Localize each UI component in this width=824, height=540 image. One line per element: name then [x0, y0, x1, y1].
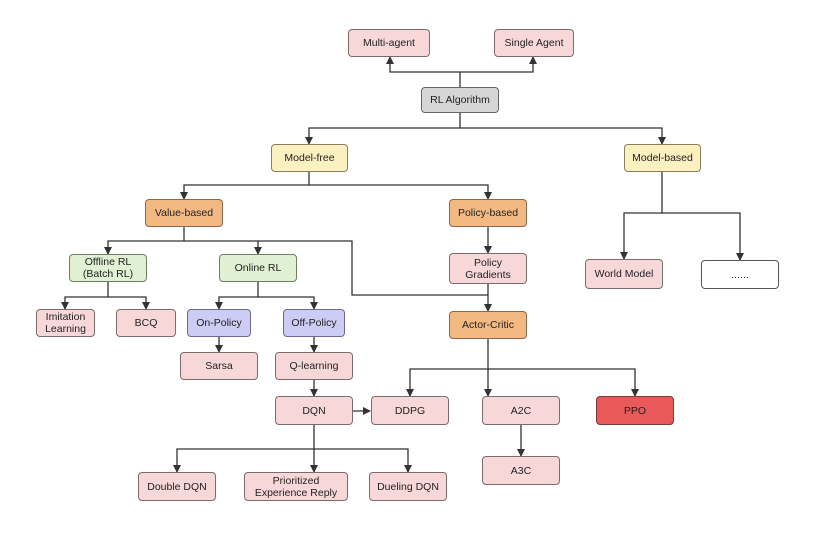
edge-rl-to-single-agent [460, 56, 537, 73]
node-policy-based[interactable]: Policy-based [449, 199, 527, 227]
edge-actor-critic-to-children [406, 339, 489, 397]
edge-dqn-to-children [173, 425, 315, 473]
node-model-free[interactable]: Model-free [271, 144, 348, 172]
node-value-based[interactable]: Value-based [145, 199, 223, 227]
node-prioritized-experience-reply[interactable]: Prioritized Experience Reply [244, 472, 348, 501]
node-sarsa[interactable]: Sarsa [180, 352, 258, 380]
edge-offline-to-children [61, 282, 109, 310]
node-rl-algorithm[interactable]: RL Algorithm [421, 87, 499, 113]
edge-model-free-to-value [180, 172, 310, 200]
node-on-policy[interactable]: On-Policy [187, 309, 251, 337]
node-bcq[interactable]: BCQ [116, 309, 176, 337]
node-a2c[interactable]: A2C [482, 396, 560, 425]
edge-online-to-off-policy [258, 296, 318, 310]
node-actor-critic[interactable]: Actor-Critic [449, 311, 527, 339]
edge-model-based-to-children [620, 172, 663, 260]
node-q-learning[interactable]: Q-learning [275, 352, 353, 380]
edge-model-based-to-ellipsis [662, 212, 744, 261]
node-multi-agent[interactable]: Multi-agent [348, 29, 430, 57]
node-ellipsis[interactable]: ...... [701, 260, 779, 289]
edge-rl-to-agents [386, 56, 461, 87]
edge-value-to-online [184, 240, 262, 255]
edge-offline-to-bcq [108, 296, 150, 310]
edge-rl-to-model-free [305, 113, 461, 145]
node-double-dqn[interactable]: Double DQN [138, 472, 216, 501]
edge-rl-to-model-based [460, 127, 666, 145]
node-single-agent[interactable]: Single Agent [494, 29, 574, 57]
node-world-model[interactable]: World Model [585, 259, 663, 289]
edge-actor-critic-to-ppo [488, 368, 639, 397]
edge-value-to-actor-critic [258, 240, 488, 296]
node-online-rl[interactable]: Online RL [219, 254, 297, 282]
node-offline-rl[interactable]: Offline RL (Batch RL) [69, 254, 147, 282]
node-model-based[interactable]: Model-based [624, 144, 701, 172]
node-imitation-learning[interactable]: Imitation Learning [36, 309, 95, 337]
node-ddpg[interactable]: DDPG [371, 396, 449, 425]
node-policy-gradients[interactable]: Policy Gradients [449, 253, 527, 284]
edge-value-to-offline [104, 227, 185, 255]
edge-online-to-children [215, 282, 259, 310]
node-dqn[interactable]: DQN [275, 396, 353, 425]
node-ppo[interactable]: PPO [596, 396, 674, 425]
node-dueling-dqn[interactable]: Dueling DQN [369, 472, 447, 501]
node-a3c[interactable]: A3C [482, 456, 560, 485]
node-off-policy[interactable]: Off-Policy [283, 309, 345, 337]
edge-model-free-to-policy [309, 184, 492, 200]
edge-dqn-to-dueling [314, 448, 412, 473]
